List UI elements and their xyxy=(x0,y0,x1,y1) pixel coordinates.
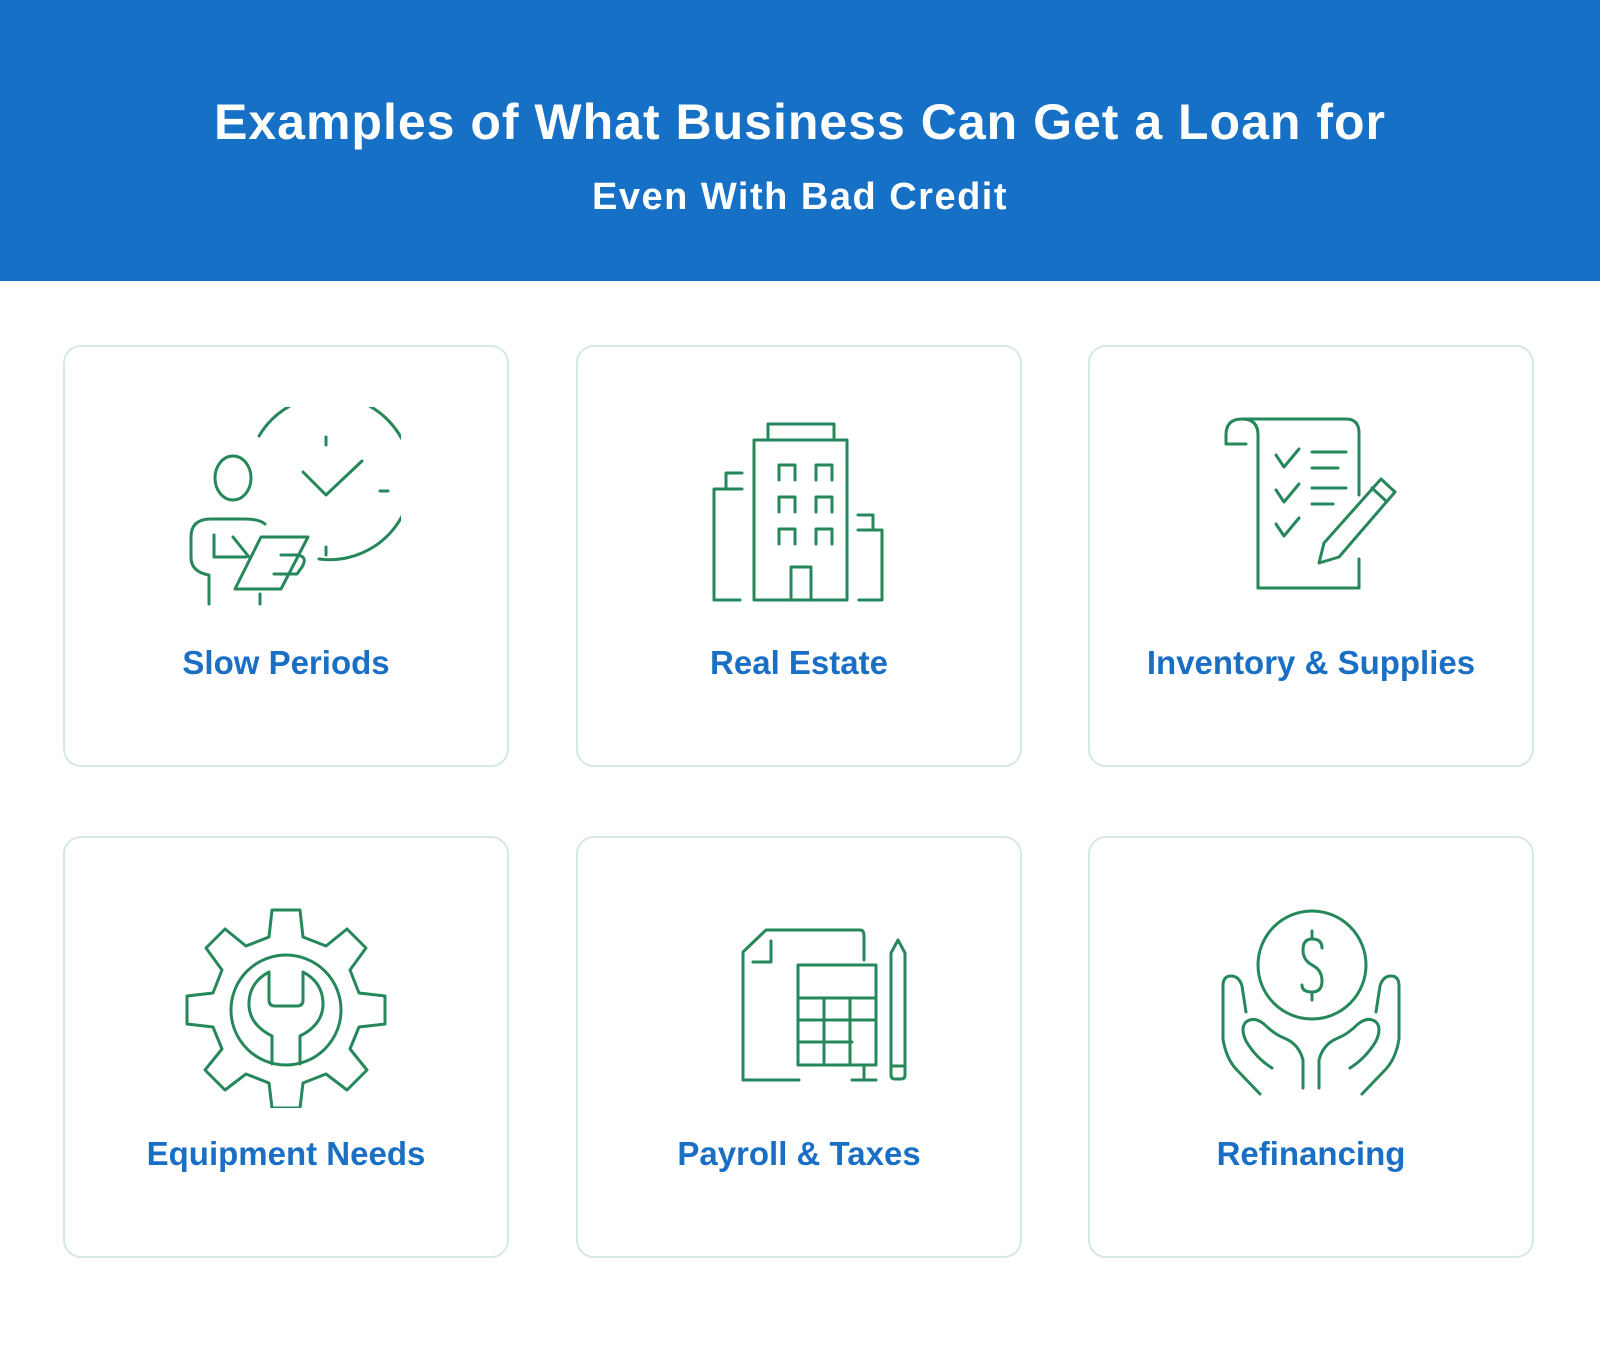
page-subtitle: Even With Bad Credit xyxy=(591,176,1009,218)
card-payroll-taxes: Payroll & Taxes xyxy=(576,836,1022,1258)
buildings-icon xyxy=(684,407,914,617)
card-label: Real Estate xyxy=(710,644,888,681)
card-label: Refinancing xyxy=(1216,1135,1406,1172)
card-label: Inventory & Supplies xyxy=(1146,644,1476,681)
card-label: Equipment Needs xyxy=(146,1135,426,1172)
card-label: Slow Periods xyxy=(182,644,390,681)
header-banner: Examples of What Business Can Get a Loan… xyxy=(0,0,1600,281)
card-label: Payroll & Taxes xyxy=(677,1135,921,1172)
card-refinancing: Refinancing xyxy=(1088,836,1534,1258)
document-calculator-pencil-icon xyxy=(684,898,914,1108)
card-slow-periods: Slow Periods xyxy=(63,345,509,767)
hands-dollar-coin-icon xyxy=(1196,898,1426,1108)
person-clock-icon xyxy=(171,394,414,617)
card-equipment-needs: Equipment Needs xyxy=(63,836,509,1258)
page-title: Examples of What Business Can Get a Loan… xyxy=(213,94,1386,150)
checklist-pencil-icon xyxy=(1196,407,1426,617)
card-real-estate: Real Estate xyxy=(576,345,1022,767)
gear-wrench-icon xyxy=(171,898,401,1110)
card-inventory-supplies: Inventory & Supplies xyxy=(1088,345,1534,767)
